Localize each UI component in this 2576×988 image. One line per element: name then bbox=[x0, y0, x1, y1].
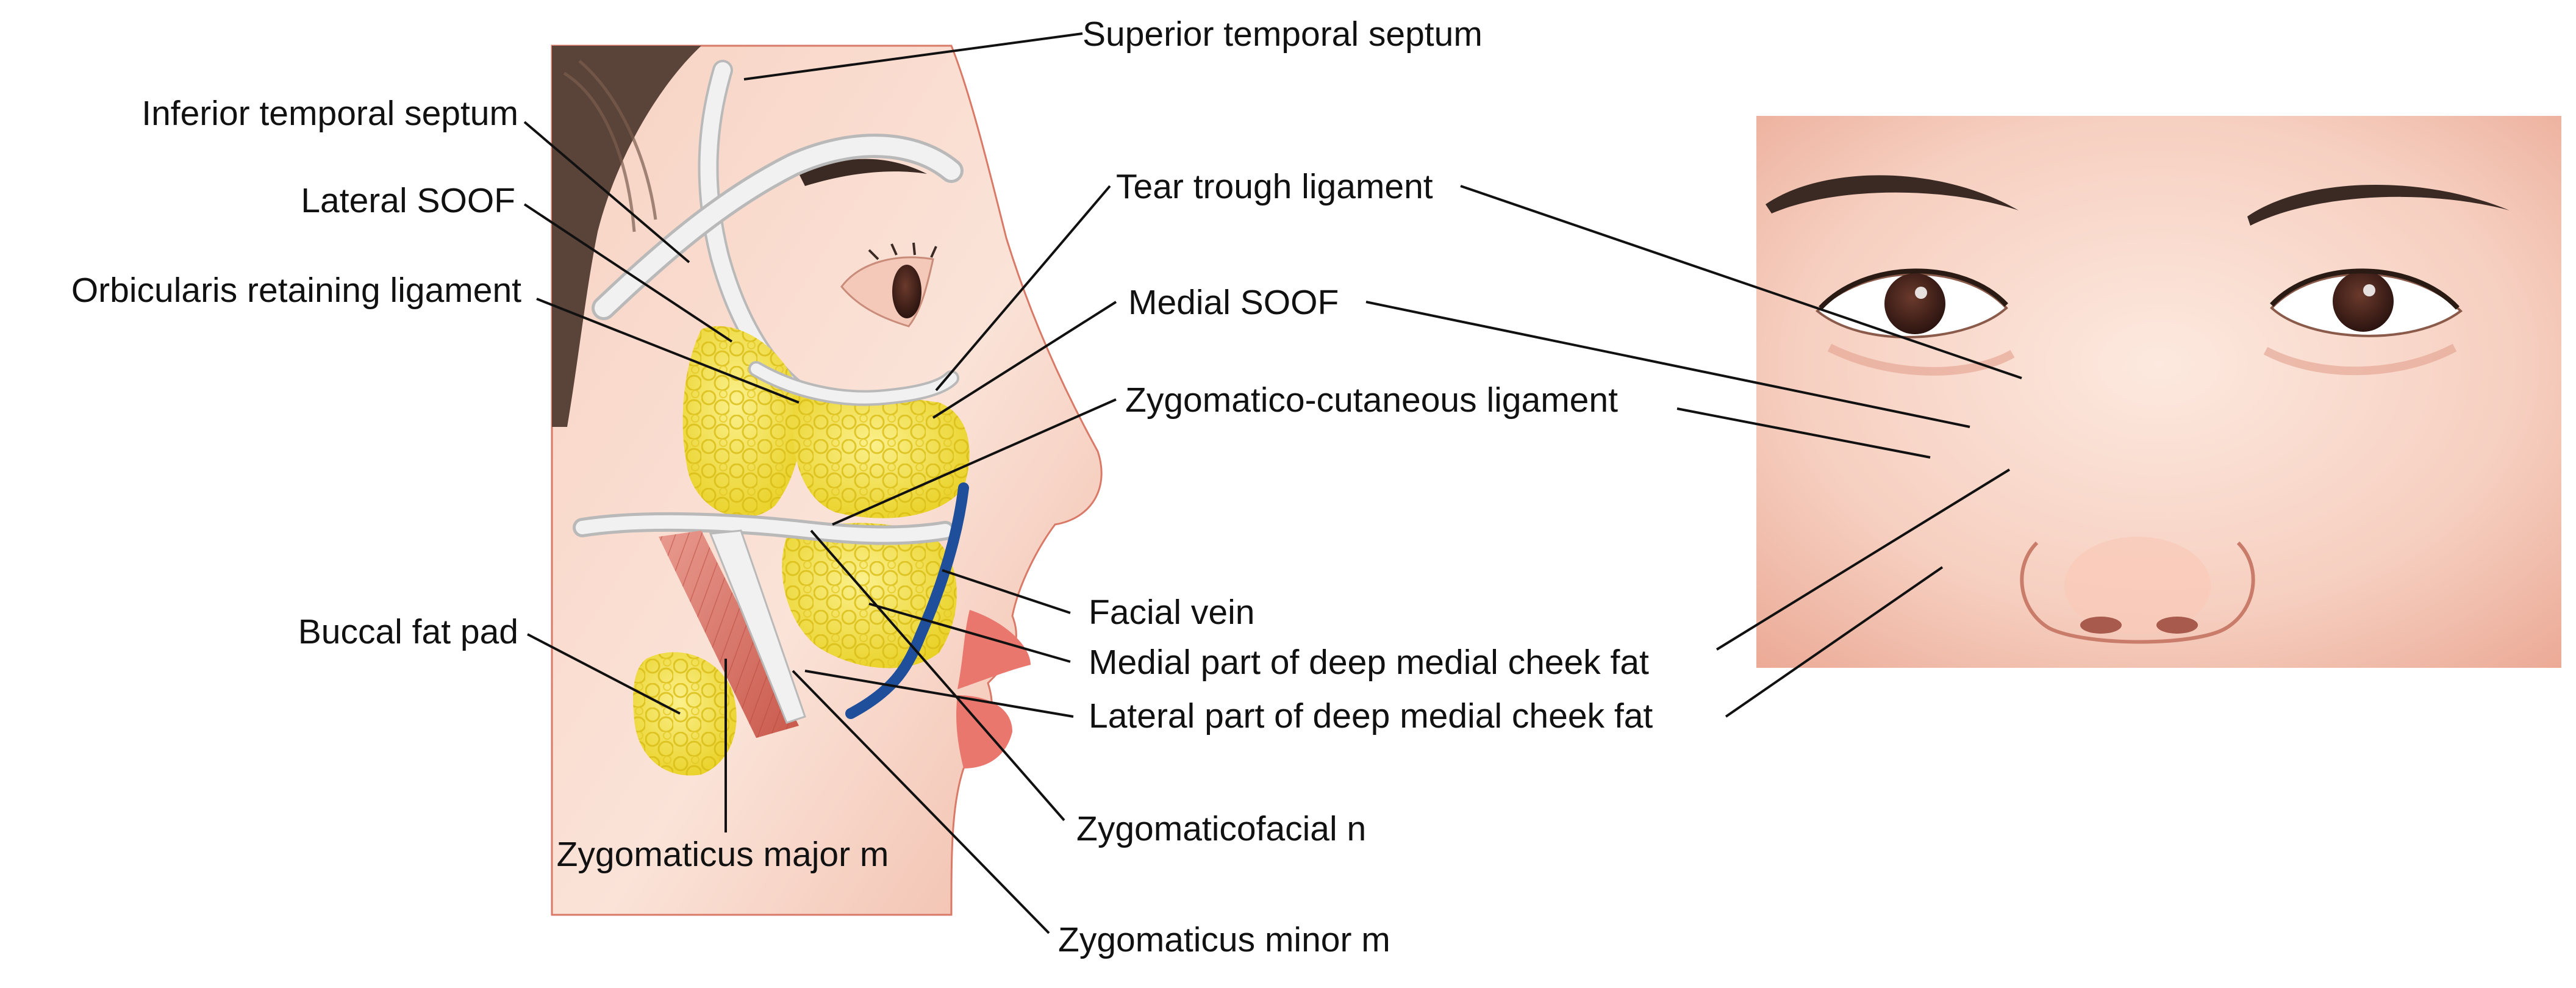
label-lateral-deep-medial-cheek-fat: Lateral part of deep medial cheek fat bbox=[1089, 696, 1653, 736]
zygomaticus-minor-muscle bbox=[709, 529, 806, 724]
label-orbicularis-retaining-ligament: Orbicularis retaining ligament bbox=[71, 271, 521, 310]
profile-hair-strands bbox=[563, 60, 657, 232]
label-medial-deep-medial-cheek-fat: Medial part of deep medial cheek fat bbox=[1089, 643, 1649, 682]
leader-medial-deep-medial-cheek-fat-frontal bbox=[1716, 468, 2011, 651]
leader-lateral-deep-medial-cheek-fat-frontal bbox=[1725, 566, 1944, 718]
leader-buccal-fat-pad bbox=[527, 633, 681, 715]
frontal-right-iris bbox=[2333, 271, 2394, 332]
zygomatico-cutaneous-ligament-light bbox=[576, 515, 952, 542]
label-zygomaticus-major: Zygomaticus major m bbox=[557, 835, 889, 874]
label-lateral-soof: Lateral SOOF bbox=[301, 181, 515, 220]
side-profile-face-illustration bbox=[551, 45, 1103, 916]
frontal-right-pupil-highlight bbox=[2363, 284, 2375, 296]
profile-eye-iris bbox=[892, 265, 921, 318]
leader-facial-vein bbox=[942, 569, 1071, 614]
leader-zygomatico-cutaneous-ligament-frontal bbox=[1676, 407, 1931, 459]
profile-hair bbox=[552, 46, 701, 427]
frontal-face-illustration bbox=[1756, 116, 2561, 668]
frontal-right-tear-trough-shadow bbox=[2263, 343, 2457, 376]
medial-soof-texture bbox=[793, 393, 970, 518]
frontal-left-tear-trough-shadow bbox=[1827, 343, 2015, 376]
label-group: Superior temporal septum Inferior tempor… bbox=[71, 15, 1653, 959]
label-zygomatico-cutaneous-ligament: Zygomatico-cutaneous ligament bbox=[1125, 381, 1618, 420]
leader-tear-trough-ligament-frontal bbox=[1460, 185, 2022, 379]
leader-tear-trough-ligament bbox=[935, 185, 1111, 392]
label-tear-trough-ligament: Tear trough ligament bbox=[1116, 167, 1433, 206]
label-buccal-fat-pad: Buccal fat pad bbox=[298, 612, 518, 651]
facial-vein bbox=[845, 482, 969, 719]
label-superior-temporal-septum: Superior temporal septum bbox=[1082, 15, 1483, 54]
frontal-nose-tip bbox=[2064, 537, 2211, 634]
frontal-left-iris bbox=[1884, 273, 1945, 334]
leader-lines bbox=[523, 32, 2022, 934]
buccal-fat-texture bbox=[633, 652, 737, 776]
leader-medial-soof-frontal bbox=[1365, 301, 1970, 428]
profile-upper-lip bbox=[957, 610, 1031, 689]
label-zygomaticus-minor: Zygomaticus minor m bbox=[1058, 920, 1390, 959]
zygomaticus-major-texture bbox=[659, 531, 799, 738]
leader-inferior-temporal-septum bbox=[523, 121, 690, 263]
leader-orbicularis-retaining-ligament bbox=[536, 298, 800, 404]
label-facial-vein: Facial vein bbox=[1089, 593, 1254, 632]
frontal-right-nostril bbox=[2156, 617, 2198, 634]
profile-eyebrow bbox=[799, 159, 927, 186]
label-medial-soof: Medial SOOF bbox=[1128, 283, 1339, 322]
leader-superior-temporal-septum bbox=[743, 32, 1083, 81]
frontal-left-pupil-highlight bbox=[1915, 287, 1927, 299]
leader-zygomaticus-minor bbox=[792, 670, 1050, 934]
leader-lateral-soof bbox=[523, 203, 733, 343]
label-inferior-temporal-septum: Inferior temporal septum bbox=[141, 94, 518, 133]
frontal-lashes bbox=[1819, 268, 2460, 310]
inferior-temporal-septum-band-light bbox=[595, 137, 961, 317]
leader-zygomaticofacial-n bbox=[810, 529, 1065, 822]
leader-zygomatico-cutaneous-ligament bbox=[832, 398, 1117, 526]
label-zygomaticofacial-n: Zygomaticofacial n bbox=[1076, 809, 1366, 848]
frontal-right-eyebrow bbox=[2247, 184, 2510, 226]
frontal-left-nostril bbox=[2080, 617, 2122, 634]
frontal-left-eyebrow bbox=[1766, 175, 2019, 213]
frontal-nose-outline bbox=[2020, 541, 2255, 644]
orbicularis-retaining-ligament-light bbox=[751, 363, 957, 404]
profile-eyelashes bbox=[868, 242, 937, 260]
leader-medial-deep-medial-cheek-fat bbox=[868, 603, 1071, 663]
leader-medial-soof bbox=[932, 301, 1117, 419]
leader-lateral-deep-medial-cheek-fat bbox=[804, 670, 1074, 718]
